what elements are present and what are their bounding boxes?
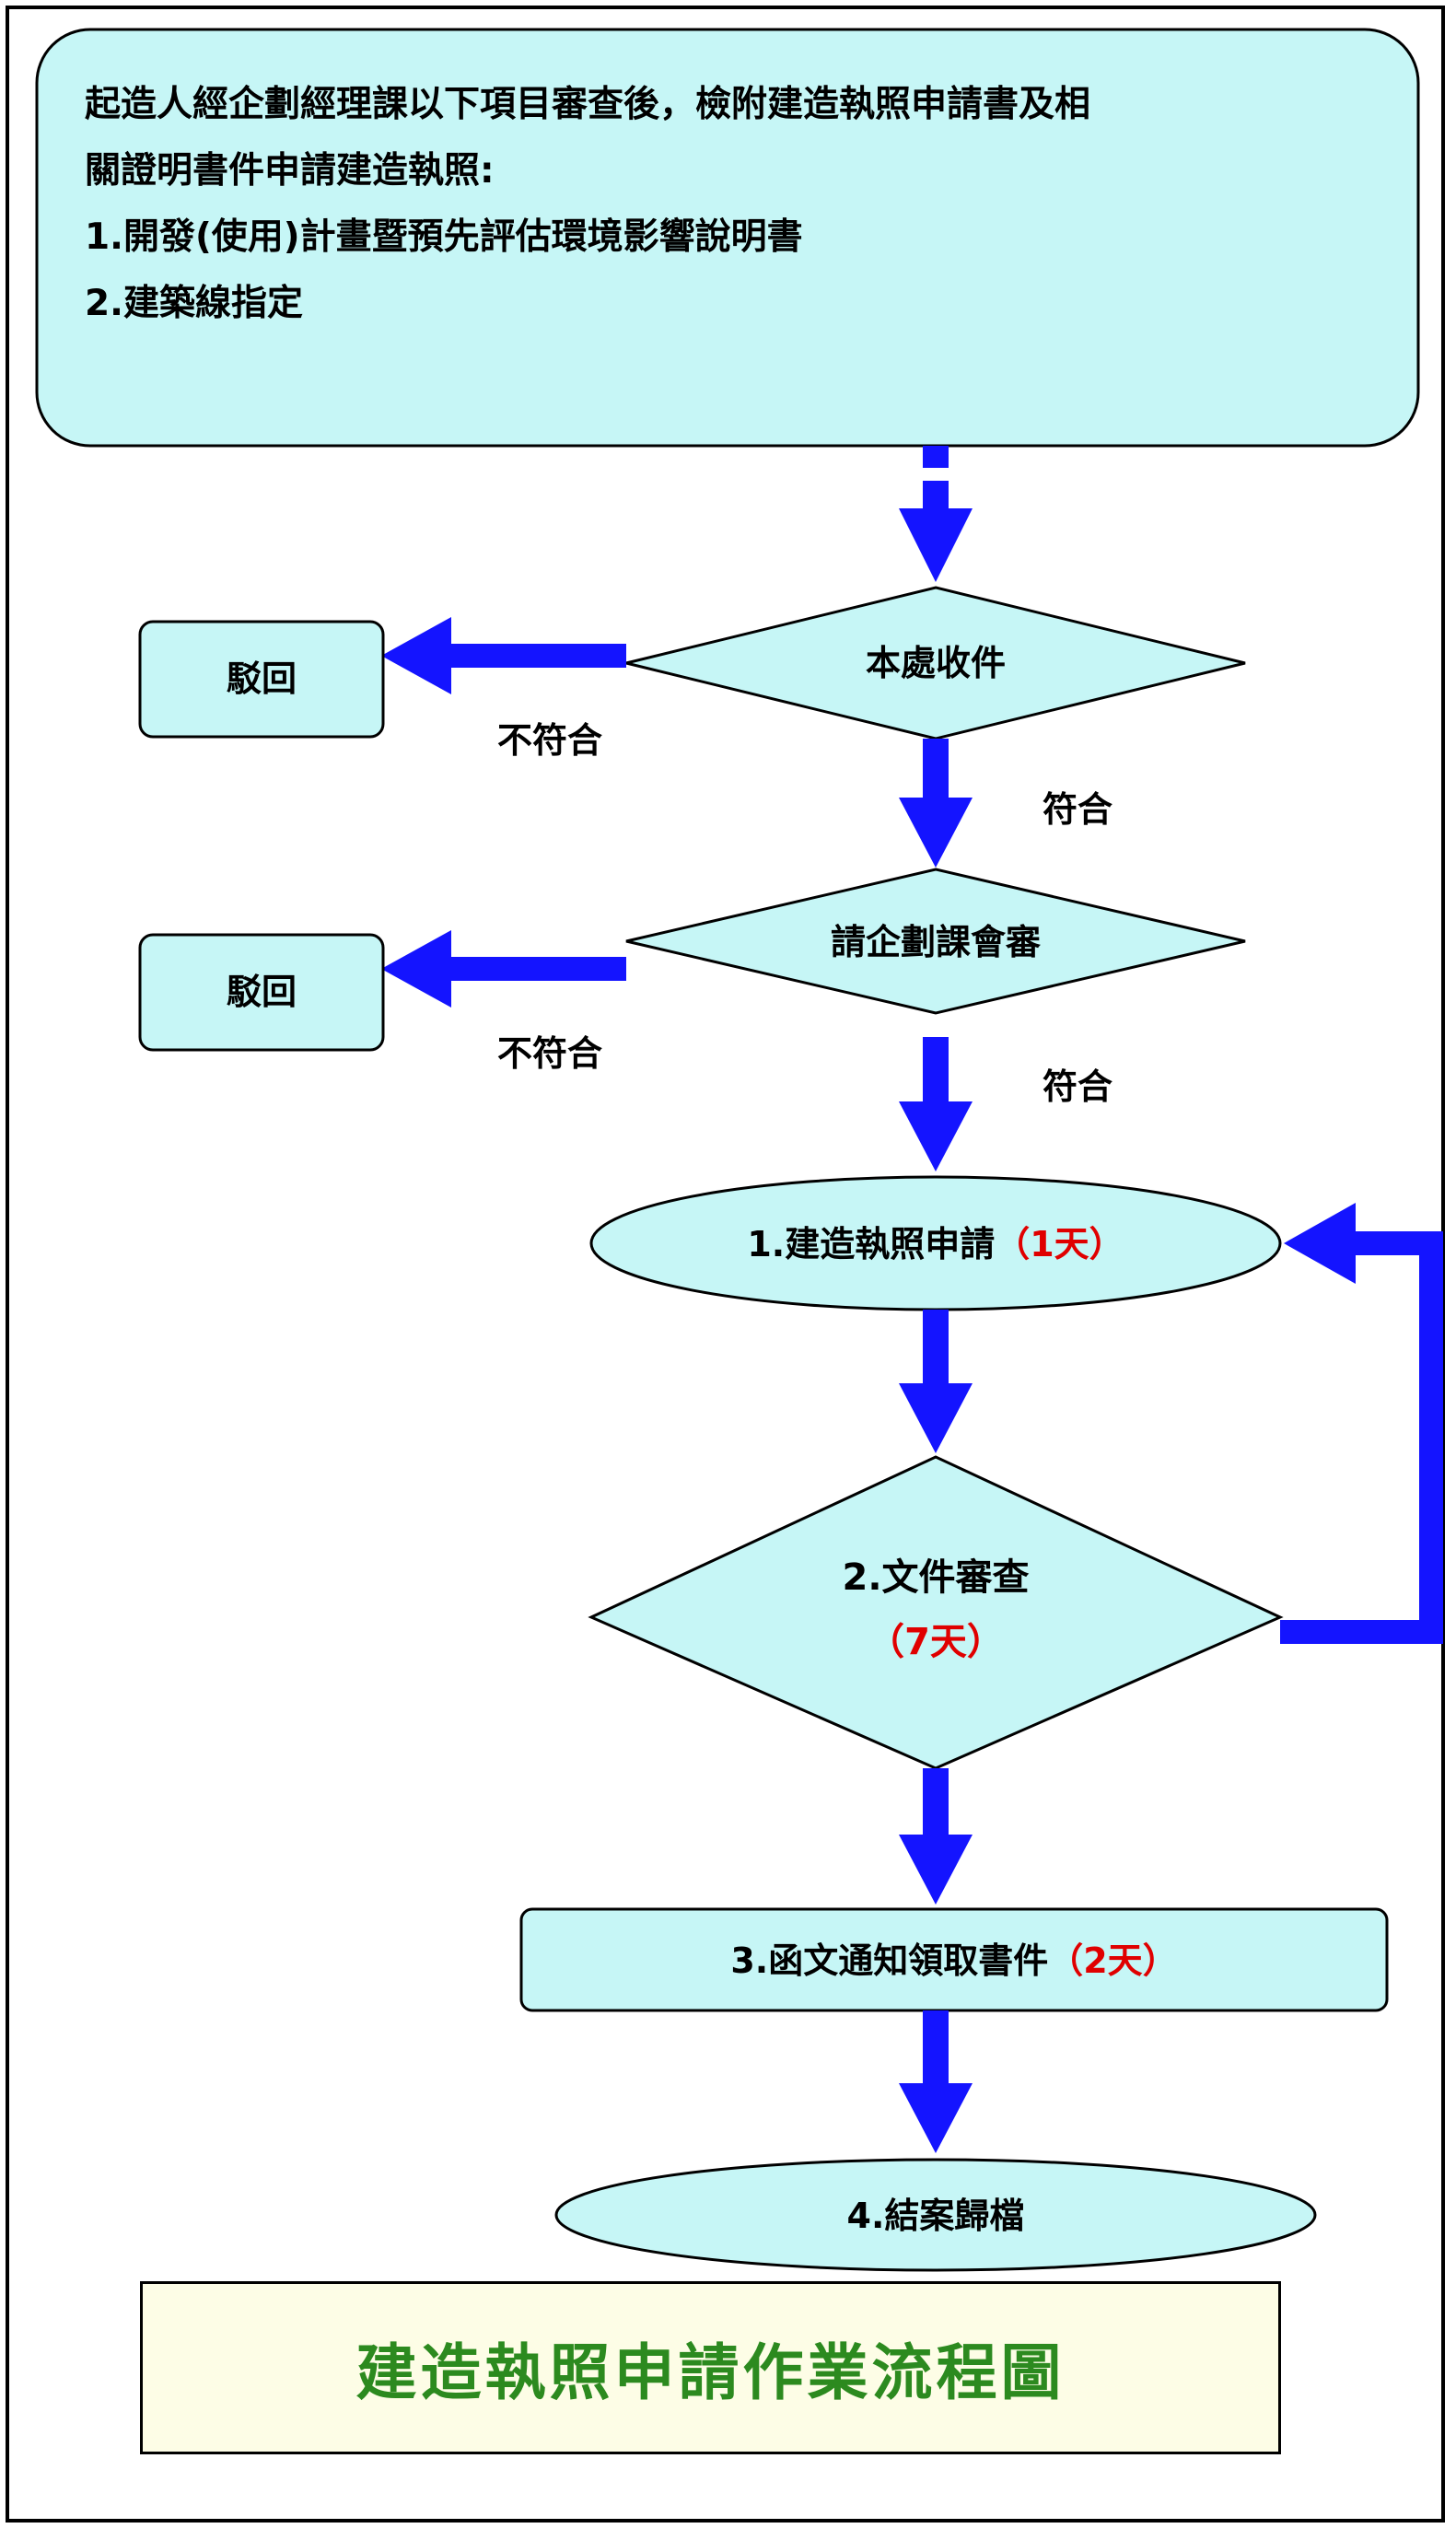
docreview-days: （7天） — [868, 1621, 1004, 1663]
reject2-label: 駁回 — [227, 972, 297, 1012]
fail1-label: 不符合 — [497, 720, 602, 761]
intro-box — [35, 28, 1420, 448]
diagram-title: 建造執照申請作業流程圖 — [355, 2337, 1066, 2408]
reject1-label: 駁回 — [227, 658, 297, 699]
intro-line-4: 2.建築線指定 — [85, 283, 303, 324]
review-diamond — [625, 868, 1246, 1015]
arrow-review-to-apply — [899, 1037, 973, 1171]
notify-text: 3.函文通知領取書件（2天） — [730, 1940, 1177, 1981]
reject2-box — [138, 933, 385, 1052]
arrow-docreview-loop-to-apply — [1280, 1203, 1443, 1644]
notify-label: 3.函文通知領取書件 — [730, 1940, 1048, 1981]
arrow-docreview-to-notify — [899, 1768, 973, 1905]
pass1-label: 符合 — [1042, 789, 1112, 830]
arrow-intro-to-receive — [899, 446, 973, 582]
intro-line-2: 關證明書件申請建造執照: — [85, 150, 495, 192]
reject1-box — [138, 620, 385, 739]
intro-text: 起造人經企劃經理課以下項目審查後，檢附建造執照申請書及相 關證明書件申請建造執照… — [85, 72, 1392, 337]
pass2-label: 符合 — [1042, 1066, 1112, 1107]
intro-line-3: 1.開發(使用)計畫暨預先評估環境影響說明書 — [85, 216, 803, 258]
apply-label: 1.建造執照申請 — [747, 1224, 995, 1264]
apply-text: 1.建造執照申請（1天） — [747, 1224, 1124, 1264]
receive-label: 本處收件 — [866, 643, 1006, 683]
notify-box — [519, 1907, 1389, 2012]
docreview-diamond — [588, 1455, 1284, 1770]
archive-label: 4.結案歸檔 — [847, 2196, 1025, 2236]
arrow-apply-to-docreview — [899, 1310, 973, 1453]
intro-line-1: 起造人經企劃經理課以下項目審查後，檢附建造執照申請書及相 — [85, 84, 1091, 125]
notify-days: （2天） — [1048, 1940, 1177, 1981]
arrow-receive-to-reject1 — [381, 617, 626, 694]
title-box: 建造執照申請作業流程圖 — [140, 2281, 1281, 2454]
arrow-review-to-reject2 — [381, 930, 626, 1008]
docreview-label: 2.文件審查 — [842, 1556, 1029, 1599]
arrow-receive-to-review — [899, 739, 973, 868]
fail2-label: 不符合 — [497, 1033, 602, 1074]
review-label: 請企劃課會審 — [831, 922, 1042, 962]
apply-days: （1天） — [995, 1224, 1124, 1264]
arrow-notify-to-archive — [899, 2010, 973, 2153]
archive-ellipse — [554, 2158, 1317, 2272]
